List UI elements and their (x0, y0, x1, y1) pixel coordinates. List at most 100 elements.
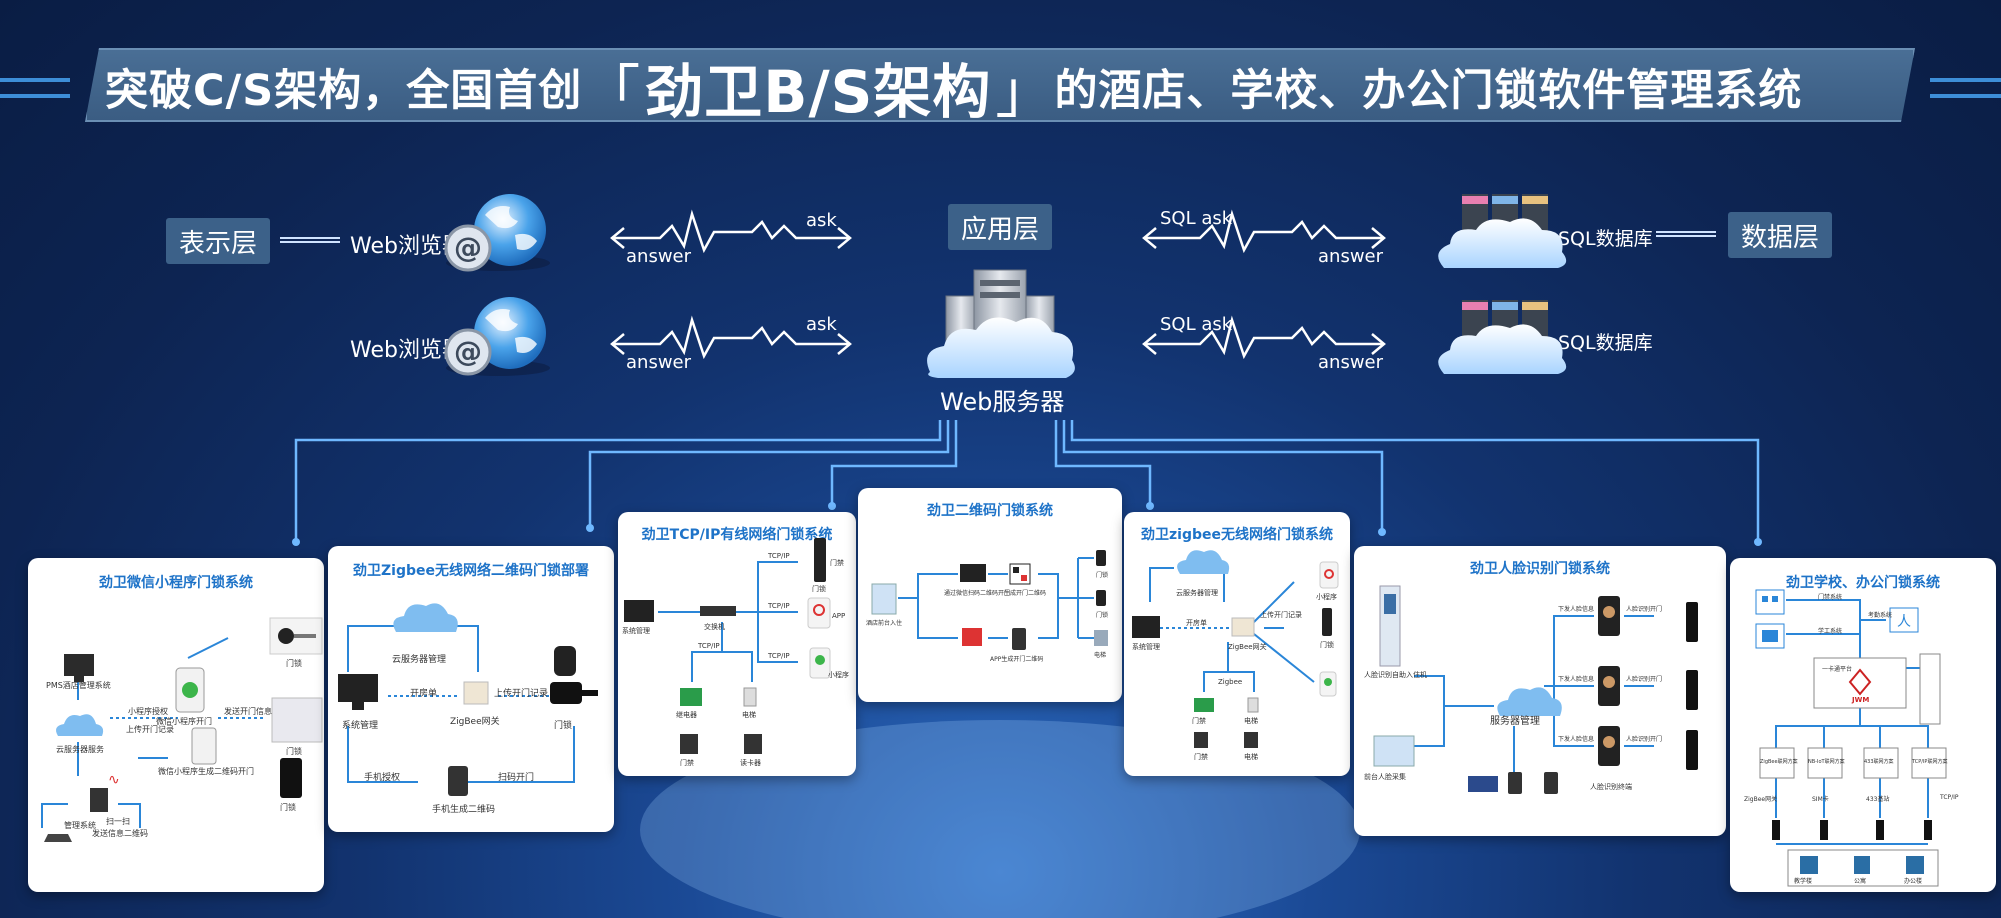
zigbee-text-6: 小程序 (1316, 593, 1337, 601)
card-face-diagram (1373, 585, 1698, 794)
face-text-6: 人脸识别开门 (1626, 676, 1663, 683)
zigbee-qr-text-7: 扫码开门 (498, 773, 535, 783)
face-text-7: 人脸识别开门 (1626, 736, 1663, 743)
banner-stripe-left-2 (0, 94, 70, 98)
card-tcpip: 劲卫TCP/IP有线网络门锁系统 TCP/IP TCP/IP TCP/IP 交换… (618, 512, 856, 776)
qr-text-0: 酒店前台入住 (866, 620, 903, 627)
sql-ask-label-2: SQL ask (1160, 314, 1233, 335)
title-banner (85, 48, 1915, 122)
school-text-5: ZigBee联网方案 (1760, 759, 1798, 765)
answer-label-3: answer (1318, 246, 1384, 267)
face-text-0: 人脸识别自助入住机 (1364, 671, 1427, 679)
zigbee-text-8: 电梯 (1244, 717, 1258, 725)
card-qr-title: 劲卫二维码门锁系统 (927, 503, 1053, 519)
zigbee-qr-text-8: 手机生成二维码 (432, 805, 496, 815)
banner-stripe-left (0, 78, 70, 82)
pulse-lines-right (1142, 209, 1386, 360)
zigbee-text-5: 门锁 (1320, 641, 1334, 649)
wechat-text-3: 上传开门记录 (126, 725, 174, 734)
tcpip-text-3: 交换机 (704, 623, 725, 631)
tcpip-text-6: 门禁 (830, 559, 844, 567)
zigbee-text-9: Zigbee (1218, 678, 1243, 686)
wechat-text-8: 门锁 (286, 747, 302, 756)
card-face: 劲卫人脸识别门锁系统 人脸识别自助入住机 服务器管理 下发人脸信息 下发人脸信息… (1354, 546, 1726, 836)
globe-icon-1: @ (444, 194, 550, 272)
tcpip-text-4: 系统管理 (622, 627, 650, 635)
zigbee-qr-text-6: 手机授权 (364, 773, 401, 783)
tcpip-text-8: 门锁 (812, 585, 826, 593)
qr-text-4: 门锁 (1096, 572, 1109, 579)
card-zigbee-qr-diagram (338, 603, 598, 796)
face-text-9: 人脸识别终端 (1590, 783, 1632, 791)
ask-label-1: ask (806, 210, 837, 231)
page-title: 突破C/S架构，全国首创 「 劲卫B/S架构 」 的酒店、学校、办公门锁软件管理… (105, 50, 1905, 126)
database-icon-2 (1438, 300, 1567, 374)
tcpip-text-7: APP (832, 612, 846, 620)
zigbee-text-3: ZigBee网关 (1228, 643, 1267, 651)
tcpip-text-5: TCP/IP (698, 642, 720, 650)
school-text-12: TCP/IP (1940, 794, 1959, 801)
tcpip-text-11: 电梯 (742, 711, 756, 719)
tcpip-text-0: TCP/IP (768, 552, 790, 560)
wechat-text-12: 发送信息二维码 (92, 829, 148, 838)
answer-label-4: answer (1318, 352, 1384, 373)
pulse-lines-left (610, 209, 852, 360)
zigbee-qr-text-3: 上传开门记录 (494, 689, 549, 699)
zigbee-text-2: 开房单 (1186, 619, 1207, 627)
zigbee-qr-text-1: 系统管理 (342, 721, 379, 731)
db-label-2: SQL数据库 (1558, 332, 1653, 354)
title-part1: 突破C/S架构，全国首创 (105, 66, 583, 116)
answer-label-1: answer (626, 246, 692, 267)
card-school-diagram: 人 (1755, 589, 1947, 887)
ask-label-2: ask (806, 314, 837, 335)
tcpip-text-13: 读卡器 (740, 759, 761, 767)
wechat-text-11: 扫一扫 (106, 817, 130, 826)
card-zigbee: 劲卫zigbee无线网络门锁系统 云服务器管理 系统管理 开房单 ZigBee网… (1124, 512, 1350, 776)
card-wechat-diagram: ∿ (41, 617, 323, 842)
zigbee-qr-text-2: 开房单 (410, 689, 438, 699)
title-bracket-open: 「 (582, 58, 642, 126)
connector-tree (294, 420, 1760, 542)
card-qr-diagram (871, 550, 1108, 650)
card-zigbee-qr-title: 劲卫Zigbee无线网络二维码门锁部署 (353, 563, 589, 579)
wechat-text-2: 小程序授权 (128, 707, 168, 716)
card-zigbee-qr: 劲卫Zigbee无线网络二维码门锁部署 云服务器管理 系统管理 开房单 上传开门… (328, 546, 614, 832)
school-text-11: 433基站 (1866, 796, 1890, 803)
qr-text-1: 通过微信扫码二维码开门 (944, 590, 1011, 597)
application-layer-box: 应用层 (948, 204, 1052, 250)
wechat-text-0: PMS酒店管理系统 (46, 681, 111, 690)
svg-text:∿: ∿ (108, 772, 120, 788)
server-label: Web服务器 (940, 388, 1065, 416)
school-text-8: TCP/IP联网方案 (1912, 759, 1948, 765)
school-text-6: NB-IoT联网方案 (1808, 759, 1845, 765)
card-wechat: 劲卫微信小程序门锁系统 ∿ PMS酒店管理系统 云服务器服务 小程序授权 上传开… (28, 558, 324, 892)
zigbee-qr-text-0: 云服务器管理 (392, 655, 447, 665)
school-text-15: 办公楼 (1904, 878, 1923, 885)
card-school: 劲卫学校、办公门锁系统 人 门禁系统 考勤系统 学工系统 一卡通平台 JWM Z… (1730, 558, 1996, 892)
card-zigbee-title: 劲卫zigbee无线网络门锁系统 (1141, 527, 1333, 543)
data-layer-box: 数据层 (1728, 212, 1832, 258)
qr-text-2: 生成开门二维码 (1004, 590, 1047, 597)
card-tcpip-diagram (624, 538, 831, 754)
card-zigbee-diagram (1132, 550, 1339, 748)
presentation-layer-box: 表示层 (166, 218, 270, 264)
presentation-link (280, 237, 340, 243)
sql-ask-label-1: SQL ask (1160, 208, 1233, 229)
wechat-text-10: 管理系统 (64, 821, 96, 830)
svg-text:@: @ (454, 335, 482, 368)
card-qr: 劲卫二维码门锁系统 酒店前台入住 通过微信扫码二维码开门 生成开门二维码 APP… (858, 488, 1122, 702)
school-text-0: 门禁系统 (1818, 594, 1843, 601)
svg-text:人: 人 (1897, 614, 1911, 630)
school-text-14: 公寓 (1854, 878, 1867, 885)
card-face-title: 劲卫人脸识别门锁系统 (1470, 561, 1610, 577)
school-text-1: 考勤系统 (1868, 612, 1893, 619)
wechat-text-4: 微信小程序开门 (156, 717, 212, 726)
wechat-text-6: 微信小程序生成二维码开门 (158, 767, 254, 776)
database-icon-1 (1438, 194, 1567, 268)
face-text-8: 前台人脸采集 (1364, 773, 1406, 781)
zigbee-text-1: 系统管理 (1132, 643, 1160, 651)
school-text-7: 433联网方案 (1864, 759, 1894, 765)
face-text-1: 服务器管理 (1490, 716, 1540, 727)
face-text-4: 下发人脸信息 (1558, 736, 1595, 743)
title-bracket-close: 」 (995, 58, 1055, 126)
